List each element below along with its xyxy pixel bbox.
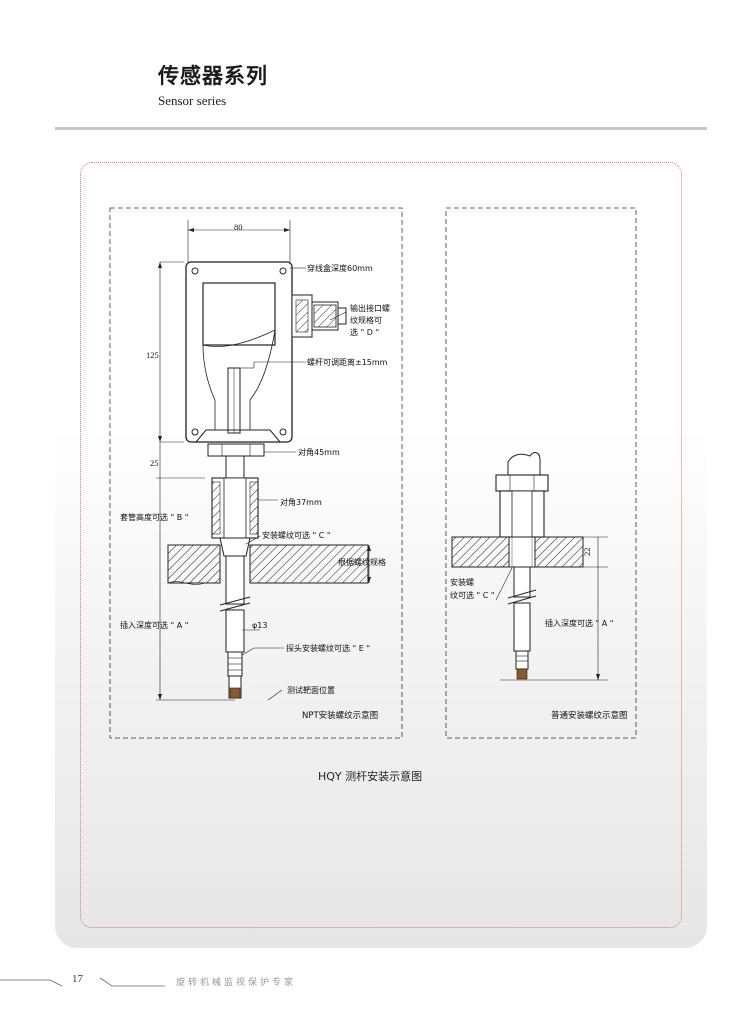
install-thread-label: 安装螺纹可选 " C " <box>262 530 331 540</box>
dim-width-label: 80 <box>234 222 243 232</box>
box-depth-label: 穿线盒深度60mm <box>307 263 373 273</box>
diag45-label: 对角45mm <box>298 447 340 457</box>
insert-depth-label: 插入深度可选 " A " <box>120 620 188 630</box>
dim-height-label: 125 <box>146 350 159 360</box>
right-insert-depth-label: 插入深度可选 " A " <box>545 618 613 628</box>
dim-25-label: 25 <box>150 458 159 468</box>
page-number: 17 <box>72 973 83 985</box>
left-diagram-frame <box>109 207 403 739</box>
content-panel-border <box>80 162 682 928</box>
header-rule <box>55 127 707 130</box>
junction-box <box>185 261 293 443</box>
output-thread-label-2: 纹规格可 <box>350 315 382 325</box>
left-diagram <box>156 220 371 701</box>
npt-diagram-title: NPT安装螺纹示意图 <box>302 710 378 721</box>
right-diagram <box>451 452 608 681</box>
screw-adjust-label: 螺杆可调距离±15mm <box>307 357 388 367</box>
diag37-label: 对角37mm <box>280 497 322 507</box>
target-surface-label: 测试靶面位置 <box>287 685 335 695</box>
output-thread-label-1: 输出接口螺 <box>350 303 390 313</box>
normal-diagram-title: 普通安装螺纹示意图 <box>551 710 628 721</box>
dim-22-label: 22 <box>582 548 592 557</box>
output-thread-label-3: 选 " D " <box>350 327 379 337</box>
by-thread-label: 根据螺纹规格 <box>338 557 386 567</box>
phi13-label: φ13 <box>252 621 267 630</box>
probe-thread-label: 探头安装螺纹可选 " E " <box>286 643 370 653</box>
right-install-label-2: 纹可选 " C " <box>450 590 495 600</box>
footer-slogan: 旋转机械监视保护专家 <box>176 978 297 988</box>
figure-caption: HQY 测杆安装示意图 <box>318 770 423 783</box>
right-install-label-1: 安装螺 <box>450 577 474 587</box>
page-subtitle: Sensor series <box>158 93 227 108</box>
page-title: 传感器系列 <box>158 64 268 88</box>
content-panel <box>55 148 707 948</box>
sleeve-height-label: 套管高度可选 " B " <box>120 512 188 522</box>
